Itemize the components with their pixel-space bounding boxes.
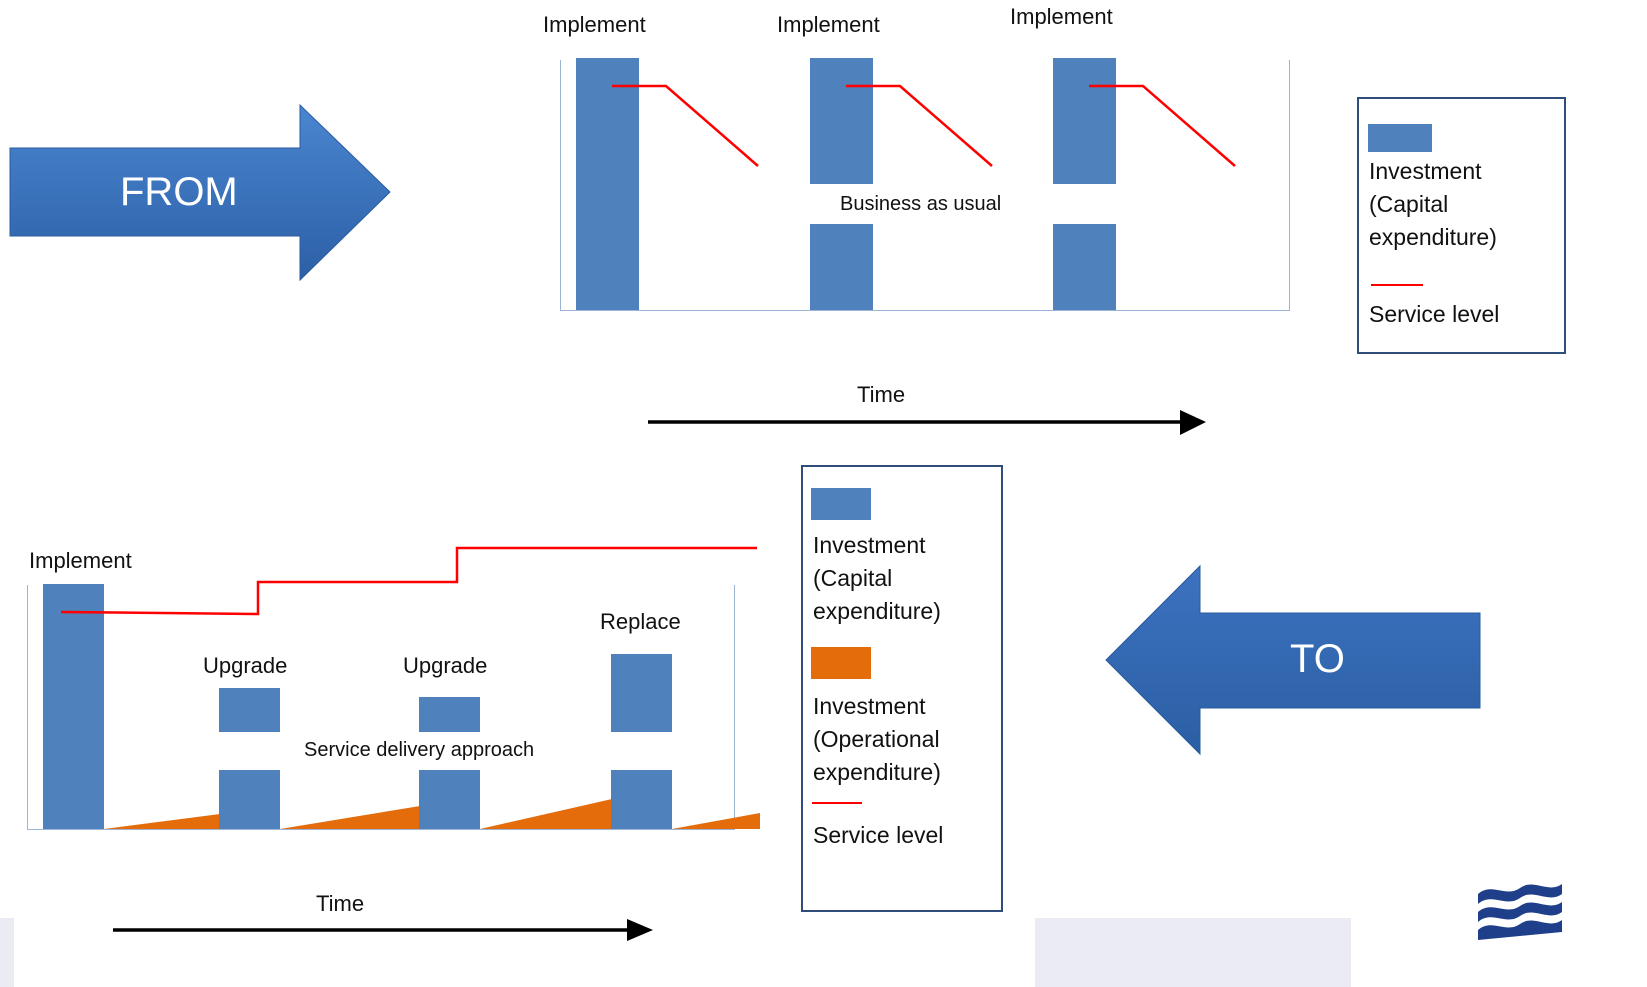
top-legend: Investment (Capital expenditure) Service… [1357,97,1566,354]
footer-strip-left [0,918,14,987]
top-middle-text: Business as usual [840,193,1002,215]
bottom-legend: Investment (Capital expenditure) Investm… [801,465,1003,912]
bottom-replace-bar-upper [611,654,672,732]
bottom-opex-triangles [104,799,760,829]
opex-ramp-1 [104,814,220,829]
legend-service-text: Service level [1369,301,1500,327]
opex-ramp-4 [672,813,760,829]
bottom-upgrade-bar-2-upper [419,697,480,732]
top-implement-bar-1 [576,58,639,310]
top-service-level-line-1 [612,84,759,167]
bottom-panel-frame [27,585,735,830]
footer-strip-right [1035,918,1351,987]
top-time-arrow [648,410,1206,435]
top-implement-bar-3-lower [1053,224,1116,310]
bottom-upgrade-bar-1-lower [219,770,280,829]
opex-ramp-2 [280,806,420,829]
bottom-upgrade-label-1: Upgrade [203,653,288,678]
legend-capex-text: Investment (Capital expenditure) [1369,158,1497,250]
opex-ramp-3 [480,799,612,829]
to-arrow [1105,564,1481,756]
bottom-middle-text: Service delivery approach [304,739,535,761]
legend-opex-text: Investment (Operational expenditure) [813,693,941,785]
to-arrow-label: TO [1290,637,1345,681]
bottom-time-arrow [113,919,653,941]
top-service-level-line-2 [846,84,993,167]
top-service-level-line-3 [1089,84,1236,167]
top-implement-label-2: Implement [777,12,880,37]
top-service-level-lines [612,84,1236,167]
bottom-upgrade-label-2: Upgrade [403,653,488,678]
top-implement-label-1: Implement [543,12,646,37]
top-time-label: Time [857,382,906,407]
bottom-implement-label: Implement [29,548,132,573]
top-implement-bar-2-lower [810,224,873,310]
from-arrow [9,103,391,282]
bottom-time-label: Time [316,891,365,916]
legend-capex-swatch [811,488,871,520]
bottom-service-level-line [60,546,757,616]
top-implement-label-3: Implement [1010,4,1113,29]
bottom-upgrade-bar-2-lower [419,770,480,829]
legend-opex-swatch [811,647,871,679]
top-implement-bar-3-upper [1053,58,1116,184]
bottom-replace-label: Replace [600,609,681,634]
bottom-upgrade-bar-1-upper [219,688,280,732]
from-arrow-label: FROM [120,170,238,214]
legend-service-text: Service level [813,822,944,848]
legend-service-line [1371,284,1423,286]
top-panel-frame [560,60,1290,311]
corner-logo-icon [1478,884,1562,940]
legend-service-line [812,802,862,804]
bottom-replace-bar-lower [611,770,672,829]
legend-capex-swatch [1368,124,1432,152]
bottom-implement-bar [43,584,104,829]
top-implement-bar-2-upper [810,58,873,184]
legend-capex-text: Investment (Capital expenditure) [813,532,941,624]
